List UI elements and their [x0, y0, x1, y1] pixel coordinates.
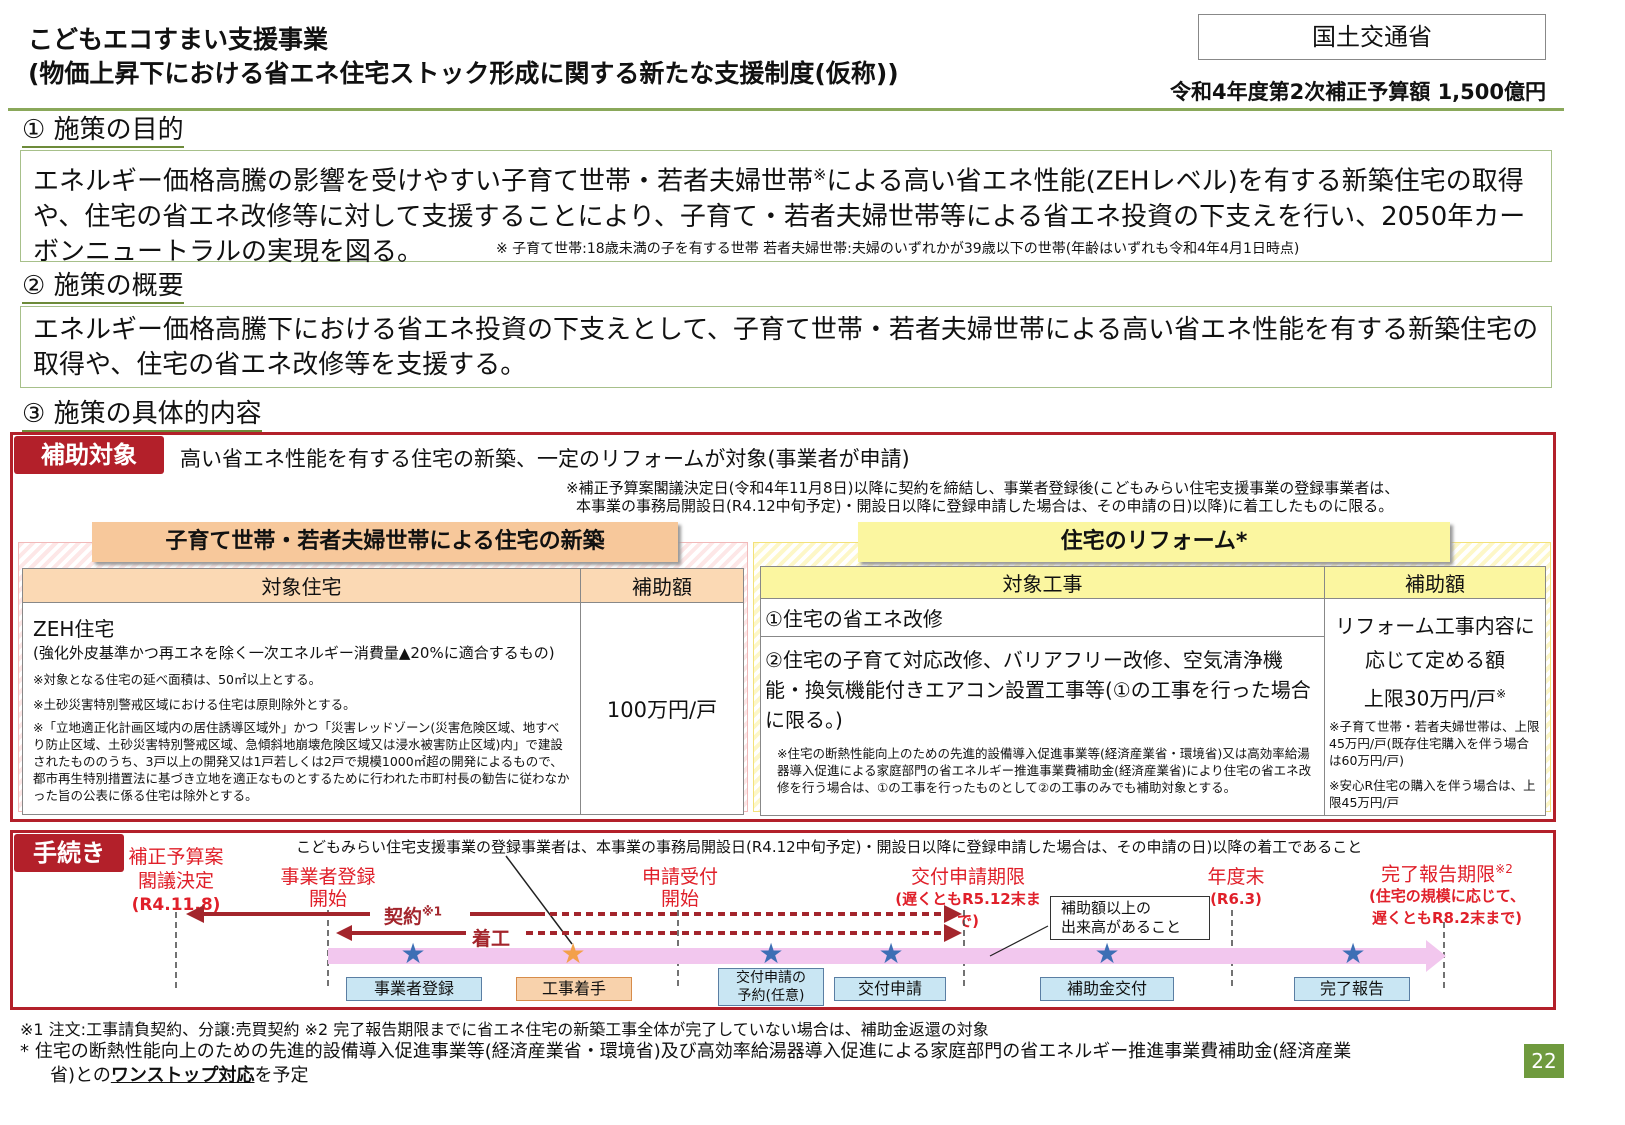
star-icon: ★: [878, 937, 904, 970]
step-subsidy: 補助金交付: [1040, 977, 1174, 1001]
milestone-application: 申請受付開始: [641, 866, 718, 910]
milestone-deadline: 交付申請期限(遅くともR5.12末まで): [895, 866, 1041, 930]
page-title: こどもエコすまい支援事業: [28, 25, 329, 54]
callout-box: 補助額以上の出来高があること: [1050, 896, 1210, 940]
section1-heading: ① 施策の目的: [22, 114, 184, 148]
contract-arrowhead: [186, 905, 204, 923]
milestone-registration: 事業者登録開始: [280, 866, 376, 910]
reform-item2-cell: ②住宅の子育て対応改修、バリアフリー改修、空気清浄機能・換気機能付きエアコン設置…: [760, 636, 1325, 816]
procedure-note: こどもみらい住宅支援事業の登録事業者は、本事業の事務局開設日(R4.12中旬予定…: [296, 838, 1363, 856]
note-pointer-line: [505, 855, 573, 945]
target-text: 高い省エネ性能を有する住宅の新築、一定のリフォームが対象(事業者が申請): [180, 447, 910, 471]
target-note1: ※補正予算案閣議決定日(令和4年11月8日)以降に契約を締結し、事業者登録後(こ…: [566, 479, 1400, 497]
new-col-target: 対象住宅: [22, 568, 581, 603]
reform-amount-cell: リフォーム工事内容に 応じて定める額 上限30万円/戸※ ※子育て世帯・若者夫婦…: [1324, 598, 1546, 816]
milestone-fiscal-end: 年度末(R6.3): [1207, 866, 1265, 908]
ministry-badge: 国土交通省: [1198, 14, 1546, 60]
zeh-note3: ※「立地適正化計画区域内の居住誘導区域外」かつ「災害レッドゾーン(災害危険区域、…: [33, 720, 570, 803]
star-icon: ★: [1094, 937, 1120, 970]
header-divider: [8, 108, 1564, 111]
section1-box: エネルギー価格高騰の影響を受けやすい子育て世帯・若者夫婦世帯※による高い省エネ性…: [20, 150, 1552, 267]
zeh-note1: ※対象となる住宅の延べ面積は、50㎡以上とする。: [33, 672, 322, 687]
callout-pointer: [989, 925, 1049, 957]
new-build-header: 子育て世帯・若者夫婦世帯による住宅の新築: [92, 522, 678, 562]
page-number: 22: [1524, 1044, 1564, 1078]
section3-heading: ③ 施策の具体的内容: [22, 398, 262, 432]
reform-amount3: 上限30万円/戸※: [1363, 686, 1507, 711]
new-amount: 100万円/戸: [580, 602, 744, 815]
reform-header: 住宅のリフォーム*: [858, 522, 1450, 562]
timeline-bar: [328, 940, 1446, 972]
zeh-title: ZEH住宅: [33, 617, 115, 641]
procedure-frame: [10, 830, 1556, 1010]
section1-text2: による高い省エネ性能(ZEHレベル)を有する新築住宅の取得や、住宅の省エネ改修等…: [33, 166, 1526, 267]
reform-table: 対象工事 補助額 ①住宅の省エネ改修 リフォーム工事内容に 応じて定める額 上限…: [760, 566, 1546, 816]
new-build-table: 対象住宅 補助額 ZEH住宅 (強化外皮基準かつ再エネを除く一次エネルギー消費量…: [22, 568, 744, 815]
reform-amount-note1: ※子育て世帯・若者夫婦世帯は、上限45万円/戸(既存住宅購入を伴う場合は60万円…: [1329, 718, 1540, 768]
procedure-tab: 手続き: [14, 834, 124, 872]
star-icon: ★: [1340, 937, 1366, 970]
star-icon: ★: [758, 937, 784, 970]
contract-label: 契約※1: [384, 904, 443, 928]
zeh-note2: ※土砂災害特別警戒区域における住宅は原則除外とする。: [33, 697, 356, 712]
step-registration: 事業者登録: [346, 977, 482, 1001]
step-construction: 工事着手: [516, 977, 632, 1001]
step-report: 完了報告: [1294, 977, 1410, 1001]
step-reservation: 交付申請の予約(任意): [718, 968, 824, 1006]
reform-col-amount: 補助額: [1324, 566, 1546, 599]
start-work-label: 着工: [472, 928, 511, 950]
footer-note2: * 住宅の断熱性能向上のための先進的設備導入促進事業等(経済産業省・環境省)及び…: [20, 1041, 1352, 1086]
start-arrowhead: [336, 925, 352, 941]
section1-text1: エネルギー価格高騰の影響を受けやすい子育て世帯・若者夫婦世帯: [33, 166, 814, 197]
reform-amount-note2: ※安心R住宅の購入を伴う場合は、上限45万円/戸: [1329, 777, 1536, 810]
section1-note: ※ 子育て世帯:18歳未満の子を有する世帯 若者夫婦世帯:夫婦のいずれかが39歳…: [496, 241, 1300, 257]
target-frame: [10, 432, 1556, 822]
zeh-sub: (強化外皮基準かつ再エネを除く一次エネルギー消費量▲20%に適合するもの): [33, 644, 555, 662]
zeh-cell: ZEH住宅 (強化外皮基準かつ再エネを除く一次エネルギー消費量▲20%に適合する…: [22, 602, 581, 815]
star-icon: ★: [400, 937, 426, 970]
milestone-report: 完了報告期限※2 (住宅の規模に応じて、 遅くともR8.2末まで): [1368, 862, 1526, 928]
reform-amount2: 応じて定める額: [1365, 648, 1505, 672]
target-note2: 本事業の事務局開設日(R4.12中旬予定)・開設日以降に登録申請した場合は、その…: [576, 497, 1394, 515]
footer-note1: ※1 注文:工事請負契約、分譲:売買契約 ※2 完了報告期限までに省エネ住宅の新…: [20, 1020, 989, 1039]
section1-sup: ※: [813, 165, 827, 184]
section2-heading: ② 施策の概要: [22, 270, 184, 304]
milestone-cabinet: 補正予算案閣議決定(R4.11.8): [128, 846, 224, 915]
page-subtitle: (物価上昇下における省エネ住宅ストック形成に関する新たな支援制度(仮称)): [28, 59, 899, 88]
budget-amount: 令和4年度第2次補正予算額 1,500億円: [1170, 80, 1546, 104]
target-tab: 補助対象: [14, 436, 164, 474]
star-icon-orange: ★: [560, 937, 586, 970]
reform-amount1: リフォーム工事内容に: [1335, 614, 1535, 638]
reform-note: ※住宅の断熱性能向上のための先進的設備導入促進事業等(経済産業省・環境省)又は高…: [777, 746, 1312, 795]
reform-item2: ②住宅の子育て対応改修、バリアフリー改修、空気清浄機能・換気機能付きエアコン設置…: [765, 648, 1311, 732]
step-application: 交付申請: [834, 977, 946, 1001]
reform-item1: ①住宅の省エネ改修: [760, 598, 1325, 637]
section2-box: エネルギー価格高騰下における省エネ投資の下支えとして、子育て世帯・若者夫婦世帯に…: [20, 306, 1552, 388]
